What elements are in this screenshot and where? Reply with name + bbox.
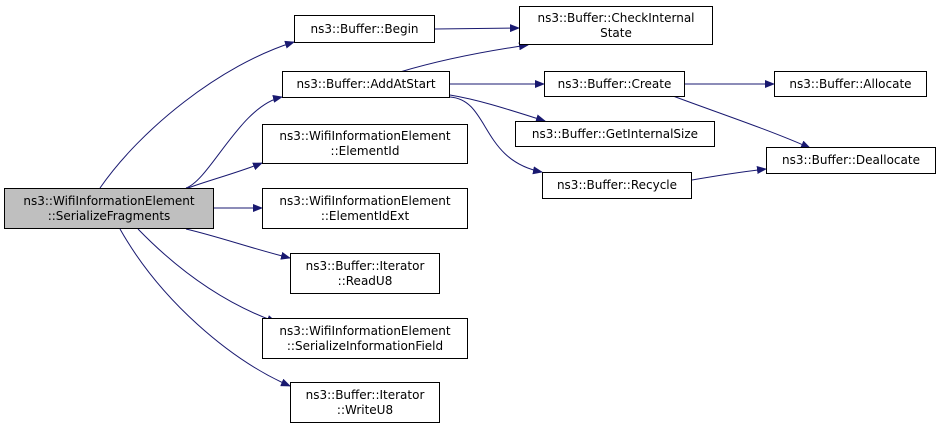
node-read-u8[interactable]: ns3::Buffer::Iterator ::ReadU8 [290,253,440,294]
node-get-internal-size-label: ns3::Buffer::GetInternalSize [531,126,699,141]
node-element-id-ext-label-1: ns3::WifiInformationElement [279,193,451,208]
node-element-id-ext-label-2: ::ElementIdExt [320,208,410,223]
node-allocate-label: ns3::Buffer::Allocate [789,76,912,91]
node-deallocate[interactable]: ns3::Buffer::Deallocate [766,147,936,174]
node-create[interactable]: ns3::Buffer::Create [544,71,685,97]
edge-add-at-start-to-recycle [449,96,543,175]
node-serialize-fragments-label-1: ns3::WifiInformationElement [23,193,195,208]
edge-root-to-element-id [187,162,263,189]
node-element-id-label-2: ::ElementId [330,144,400,158]
edge-create-to-deallocate [672,95,811,149]
edge-begin-to-check-internal-state [434,24,520,33]
node-write-u8[interactable]: ns3::Buffer::Iterator ::WriteU8 [290,382,440,423]
node-check-internal-state[interactable]: ns3::Buffer::CheckInternal State [519,6,713,45]
node-element-id-ext[interactable]: ns3::WifiInformationElement ::ElementIdE… [262,188,468,229]
edge-recycle-to-deallocate [691,166,767,181]
node-deallocate-label: ns3::Buffer::Deallocate [782,153,920,167]
edge-root-to-write-u8 [119,228,291,387]
node-read-u8-label-2: ::ReadU8 [337,273,393,288]
node-serialize-fragments[interactable]: ns3::WifiInformationElement ::SerializeF… [4,188,214,229]
edge-root-to-read-u8 [185,228,291,260]
node-write-u8-label-2: ::WriteU8 [336,402,394,417]
node-serialize-information-field-label-2: ::SerializeInformationField [286,338,444,353]
edge-add-at-start-to-check-internal-state [399,42,529,73]
node-get-internal-size[interactable]: ns3::Buffer::GetInternalSize [515,121,715,147]
node-write-u8-label-1: ns3::Buffer::Iterator [305,387,425,402]
node-serialize-information-field-label-1: ns3::WifiInformationElement [279,323,451,338]
node-begin[interactable]: ns3::Buffer::Begin [294,15,435,43]
node-serialize-information-field[interactable]: ns3::WifiInformationElement ::SerializeI… [262,318,468,359]
node-check-internal-state-label-2: State [600,25,632,40]
edge-root-to-serialize-information-field [137,228,277,323]
node-add-at-start[interactable]: ns3::Buffer::AddAtStart [282,71,450,98]
node-element-id[interactable]: ns3::WifiInformationElement ::ElementId [262,124,468,164]
node-add-at-start-label: ns3::Buffer::AddAtStart [296,77,436,91]
edge-root-to-begin [99,40,295,189]
node-allocate[interactable]: ns3::Buffer::Allocate [774,71,927,97]
node-check-internal-state-label-1: ns3::Buffer::CheckInternal [537,10,695,25]
node-create-label: ns3::Buffer::Create [557,76,672,91]
node-recycle-label: ns3::Buffer::Recycle [556,178,678,192]
node-recycle[interactable]: ns3::Buffer::Recycle [542,172,692,199]
edge-root-to-add-at-start [185,94,283,189]
node-read-u8-label-1: ns3::Buffer::Iterator [305,258,425,273]
node-serialize-fragments-label-2: ::SerializeFragments [47,208,171,223]
edge-add-at-start-to-get-internal-size [449,94,546,123]
node-begin-label: ns3::Buffer::Begin [310,21,419,36]
node-element-id-label-1: ns3::WifiInformationElement [279,129,451,143]
